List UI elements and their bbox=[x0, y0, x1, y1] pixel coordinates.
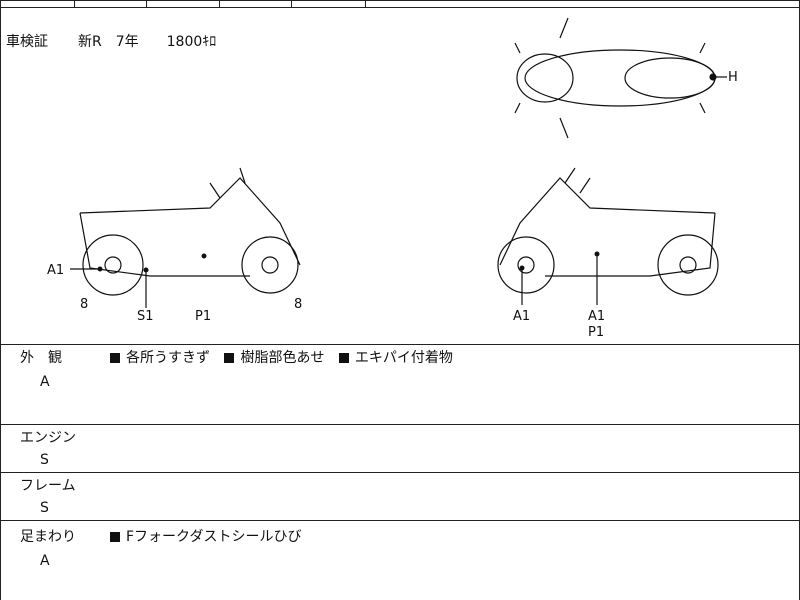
label-left-8a: 8 bbox=[80, 297, 88, 312]
label-right-a1: A1 bbox=[513, 309, 530, 324]
label-left-8b: 8 bbox=[294, 297, 302, 312]
section-label-suspension: 足まわり bbox=[20, 529, 76, 545]
registration-label: 車検証 bbox=[6, 34, 48, 50]
section-grade-engine: S bbox=[40, 452, 49, 468]
section-grade-suspension: A bbox=[40, 553, 50, 569]
registration-value: 新R 7年 1800ｷﾛ bbox=[78, 34, 217, 50]
label-right-p1: P1 bbox=[588, 325, 604, 340]
label-right-a1b: A1 bbox=[588, 309, 605, 324]
section-label-engine: エンジン bbox=[20, 430, 76, 446]
section-grade-frame: S bbox=[40, 500, 49, 516]
left-view-scooter-icon bbox=[79, 167, 301, 296]
section-notes-suspension: Fフォークダストシールひび bbox=[110, 529, 302, 545]
label-h: H bbox=[728, 70, 738, 85]
section-notes-appearance: 各所うすきず 樹脂部色あせ エキパイ付着物 bbox=[110, 350, 453, 366]
right-view-scooter-icon bbox=[497, 167, 719, 296]
label-left-a1: A1 bbox=[47, 263, 64, 278]
section-label-appearance: 外 観 bbox=[20, 350, 62, 366]
top-view-scooter-icon bbox=[514, 17, 716, 139]
label-left-p1: P1 bbox=[195, 309, 211, 324]
label-left-s1: S1 bbox=[137, 309, 154, 324]
section-label-frame: フレーム bbox=[20, 478, 76, 494]
section-grade-appearance: A bbox=[40, 374, 50, 390]
motorcycle-diagram: H A1 8 S1 P1 8 A1 A1 P1 bbox=[47, 17, 738, 340]
